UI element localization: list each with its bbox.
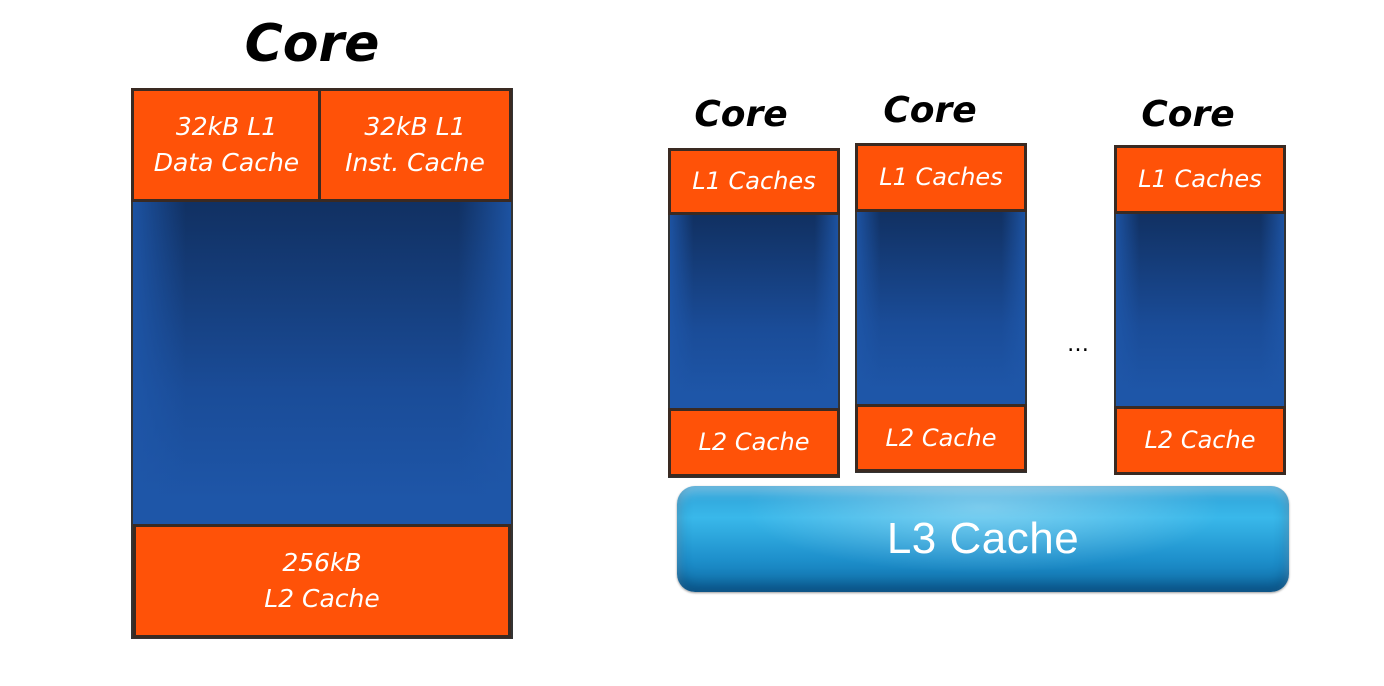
l3-cache: L3 Cache	[677, 486, 1289, 592]
left-l2-cache-line1: 256kB	[282, 547, 362, 577]
l1-data-cache-line2: Data Cache	[153, 148, 300, 177]
core-1-title: Core	[694, 94, 788, 135]
core-2-l1-label: L1 Caches	[879, 163, 1003, 192]
core-1-l2-cache: L2 Cache	[668, 408, 840, 477]
l1-data-cache: 32kB L1 Data Cache	[131, 88, 322, 202]
l1-inst-cache-line1: 32kB L1	[364, 111, 466, 141]
core-3-l1-label: L1 Caches	[1138, 165, 1262, 194]
left-l2-cache-line2: L2 Cache	[264, 584, 380, 613]
l1-data-cache-line1: 32kB L1	[175, 111, 278, 141]
core-2-title: Core	[883, 90, 977, 131]
core-2-l1-caches: L1 Caches	[855, 143, 1027, 212]
core-1-l2-label: L2 Cache	[698, 428, 810, 457]
core-1-l1-label: L1 Caches	[692, 167, 816, 196]
core-3-l1-caches: L1 Caches	[1114, 145, 1286, 214]
core-3-l2-label: L2 Cache	[1144, 426, 1256, 455]
core-2-l2-label: L2 Cache	[885, 423, 997, 452]
l1-inst-cache: 32kB L1 Inst. Cache	[318, 88, 512, 202]
core-1-l1-caches: L1 Caches	[668, 148, 840, 215]
l3-cache-label: L3 Cache	[886, 514, 1080, 563]
core-3-title: Core	[1141, 94, 1235, 135]
l1-inst-cache-line2: Inst. Cache	[345, 148, 485, 177]
more-cores-ellipsis: …	[1067, 332, 1089, 357]
core-3-l2-cache: L2 Cache	[1114, 406, 1286, 475]
left-l2-cache: 256kB L2 Cache	[133, 524, 511, 638]
core-2-l2-cache: L2 Cache	[855, 404, 1027, 472]
left-core-title: Core	[244, 14, 380, 74]
